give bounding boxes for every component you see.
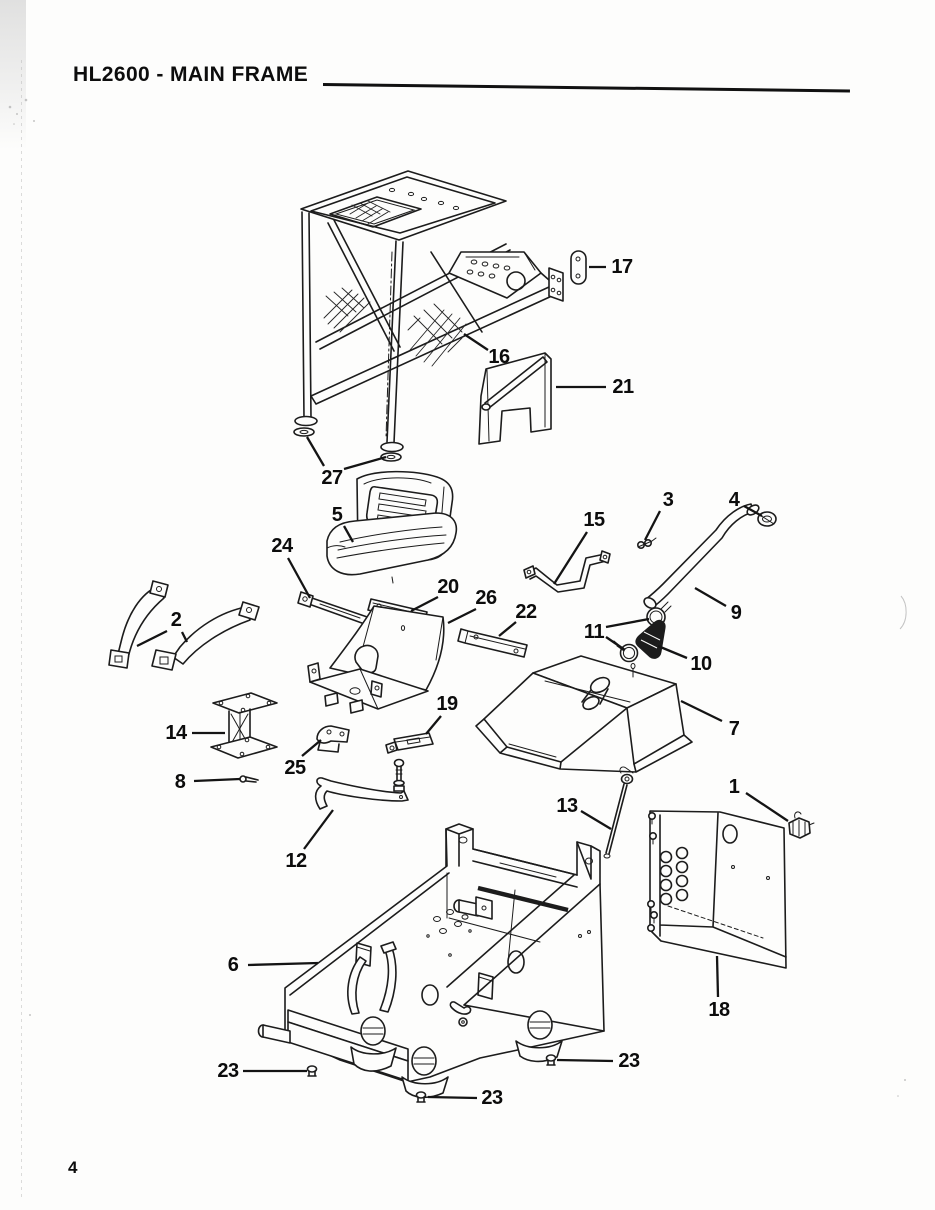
part-14-pedestal — [210, 692, 278, 759]
fastener-bolt — [393, 758, 405, 792]
leader-line-22 — [498, 621, 517, 637]
callout-17: 17 — [611, 256, 633, 278]
leader-line-7 — [680, 699, 723, 723]
leader-line-25 — [301, 739, 322, 757]
leader-line-20 — [410, 595, 439, 613]
part-2-straps — [108, 580, 260, 671]
leader-line-12 — [303, 809, 334, 850]
part-8-pin — [239, 775, 259, 783]
scan-artifact-binding-line — [21, 60, 22, 1200]
callout-1: 1 — [728, 776, 740, 798]
leader-line-6 — [247, 961, 319, 967]
leader-line-9 — [694, 587, 727, 607]
leader-line-8 — [193, 777, 241, 783]
leader-line-16 — [463, 333, 489, 351]
callout-18: 18 — [708, 999, 730, 1021]
leader-line-19 — [425, 715, 442, 735]
part-3-clip — [636, 537, 657, 549]
callout-19: 19 — [436, 693, 458, 715]
leader-line-13 — [580, 810, 612, 830]
part-18-rear-panel — [646, 810, 787, 969]
callout-22: 22 — [515, 601, 537, 623]
part-6-main-frame — [257, 823, 605, 1099]
part-27-foot-pads — [293, 427, 402, 462]
leader-line-1 — [745, 792, 789, 822]
leader-line-27 — [306, 436, 325, 467]
callout-6: 6 — [227, 954, 239, 976]
callout-5: 5 — [331, 504, 343, 526]
callout-3: 3 — [662, 489, 674, 511]
callout-2: 2 — [170, 609, 182, 631]
part-26-seat-support — [307, 605, 445, 714]
callout-13: 13 — [556, 795, 578, 817]
part-1-latch — [788, 811, 815, 839]
leader-line-11 — [605, 636, 626, 651]
glass-hatch-marks — [323, 200, 467, 367]
leader-line-26 — [447, 607, 477, 625]
part-17-pad — [570, 250, 587, 285]
callout-21: 21 — [612, 376, 634, 398]
panel-bolts — [646, 811, 658, 932]
part-13-dipstick — [603, 766, 634, 859]
leader-line-3 — [643, 510, 662, 541]
callout-14: 14 — [165, 722, 187, 744]
leader-line-24 — [286, 557, 312, 599]
leader-line-23 — [427, 1095, 478, 1100]
callout-23: 23 — [217, 1060, 239, 1082]
part-5-seat — [326, 470, 458, 584]
callout-24: 24 — [271, 535, 293, 557]
leader-line-27 — [343, 455, 387, 471]
callout-8: 8 — [174, 771, 186, 793]
part-12-arm — [314, 777, 409, 810]
callout-26: 26 — [475, 587, 497, 609]
scan-specks — [8, 98, 907, 1097]
leader-line-2 — [180, 631, 189, 643]
part-21-panel — [478, 352, 552, 445]
part-15-rod-bracket — [523, 550, 611, 593]
callout-16: 16 — [488, 346, 510, 368]
callout-20: 20 — [437, 576, 459, 598]
leader-line-4 — [743, 504, 763, 518]
callout-9: 9 — [730, 602, 742, 624]
part-25-bracket — [316, 725, 350, 753]
part-4-cap — [757, 511, 777, 527]
leader-line-10 — [657, 644, 688, 660]
part-23-plugs — [306, 1054, 557, 1103]
part-7-fuel-tank — [475, 655, 693, 773]
callout-23: 23 — [481, 1087, 503, 1109]
callout-15: 15 — [583, 509, 605, 531]
callout-11: 11 — [583, 621, 605, 643]
callout-27: 27 — [321, 467, 343, 489]
part-22-bracket — [457, 628, 528, 658]
callout-23: 23 — [618, 1050, 640, 1072]
callout-25: 25 — [284, 757, 306, 779]
part-16-canopy — [294, 170, 564, 453]
callout-10: 10 — [690, 653, 712, 675]
leader-line-18 — [715, 955, 720, 998]
page-number: 4 — [68, 1158, 78, 1177]
part-19-latch-plate — [385, 732, 434, 754]
leader-line-2 — [136, 629, 168, 648]
leader-line-23 — [556, 1058, 614, 1063]
leader-line-11 — [605, 617, 650, 629]
page-title: HL2600 - MAIN FRAME — [73, 63, 309, 86]
callout-4: 4 — [728, 489, 740, 511]
callout-12: 12 — [285, 850, 307, 872]
leader-line-15 — [553, 531, 588, 585]
part-10-hose — [635, 619, 666, 659]
leader-line-5 — [342, 525, 355, 543]
callout-7: 7 — [728, 718, 740, 740]
